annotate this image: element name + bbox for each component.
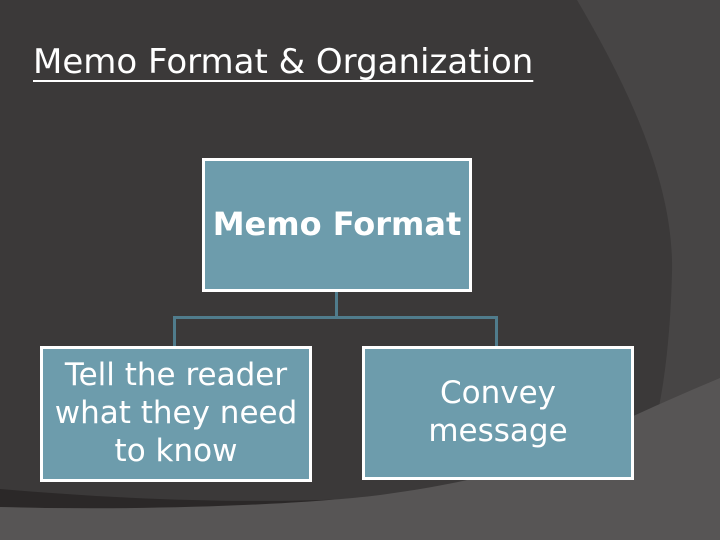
node-label: Memo Format (212, 205, 462, 244)
connector-root-stem (335, 292, 338, 317)
node-label: Convey message (428, 375, 568, 449)
connector-right-drop (495, 316, 498, 347)
connector-left-drop (173, 316, 176, 347)
connector-rail (173, 316, 498, 319)
background-right-curve (577, 0, 720, 470)
background-bottom-band (0, 378, 720, 540)
node-label: Tell the reader what they need to know (54, 357, 298, 469)
node-tell-reader[interactable]: Tell the reader what they need to know (40, 346, 312, 482)
node-convey-message[interactable]: Convey message (362, 346, 634, 480)
node-memo-format[interactable]: Memo Format (202, 158, 472, 292)
background-shadow-arc (0, 489, 400, 509)
slide-title: Memo Format & Organization (33, 42, 534, 82)
